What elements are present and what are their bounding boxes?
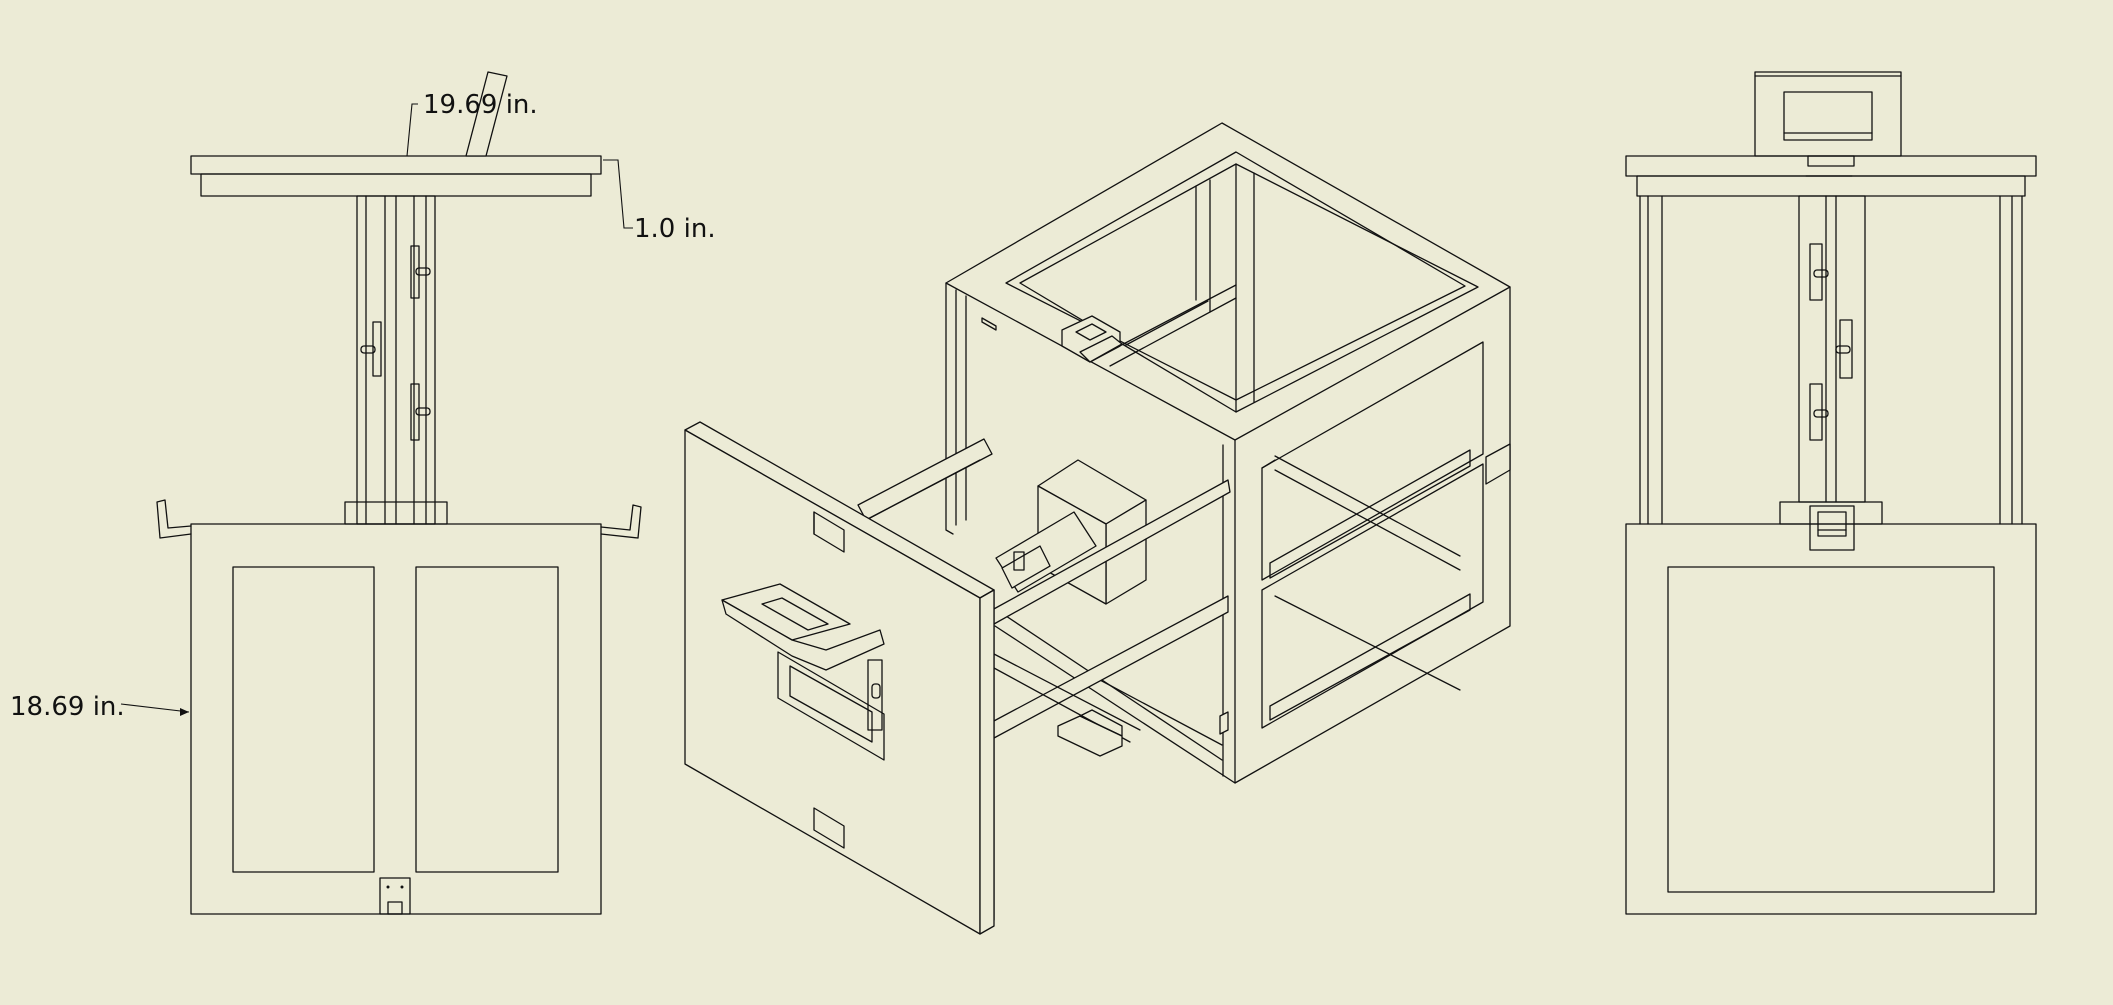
body-height-dimension: 18.69 in. [10, 692, 125, 722]
guide-rails [857, 438, 1231, 757]
top-width-leader [406, 103, 418, 157]
cube-frame [945, 122, 1511, 784]
top-latch [1061, 284, 1237, 367]
height-leader [120, 703, 190, 713]
motor-block [995, 459, 1147, 605]
top-width-dimension: 19.69 in. [423, 90, 538, 120]
side-elevation-view: 19.69 in. 1.0 in. 18.69 in. [10, 71, 716, 915]
thickness-leader [603, 159, 633, 229]
plate-thickness-dimension: 1.0 in. [634, 214, 716, 244]
front-elevation-view [1625, 71, 2037, 915]
front-panel [684, 421, 995, 935]
isometric-view [684, 122, 1511, 935]
